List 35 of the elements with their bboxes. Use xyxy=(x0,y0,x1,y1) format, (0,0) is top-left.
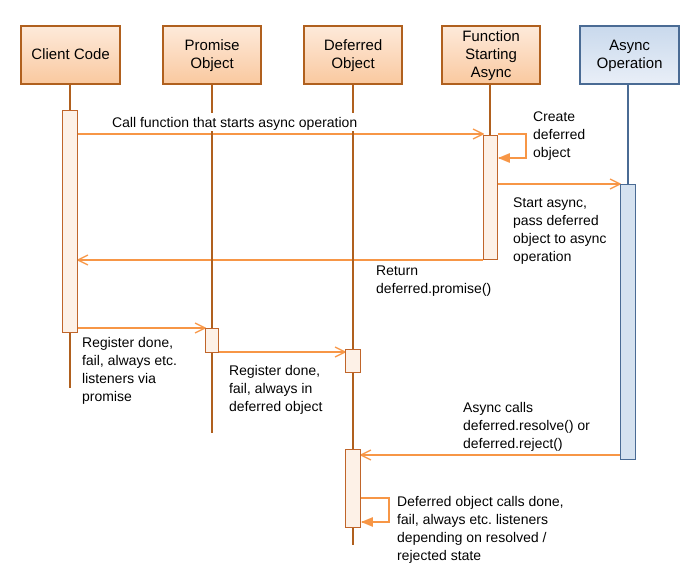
activation-bar xyxy=(620,184,636,460)
message-arrow xyxy=(498,178,621,190)
message-label: Register done, fail, always etc. listeners via promise xyxy=(82,333,178,405)
message-arrow xyxy=(77,254,483,266)
message-label: Async calls deferred.resolve() or deferred.reject() xyxy=(463,398,591,452)
message-label: Return deferred.promise() xyxy=(376,261,492,297)
activation-bar xyxy=(345,349,361,373)
participant-box: Client Code xyxy=(20,25,121,85)
lifeline xyxy=(352,85,354,349)
message-label: Deferred object calls done, fail, always etc. listeners depending on resolved / rejected state xyxy=(397,492,565,564)
participant-box: Function Starting Async xyxy=(441,25,541,85)
activation-bar xyxy=(345,449,361,528)
lifeline xyxy=(489,85,491,135)
activation-bar xyxy=(62,110,78,333)
message-arrow xyxy=(78,128,484,140)
participant-box: Promise Object xyxy=(162,25,262,85)
participant-box: Async Operation xyxy=(579,25,680,85)
lifeline xyxy=(352,373,354,449)
lifeline xyxy=(352,528,354,545)
message-label: Register done, fail, always in deferred object xyxy=(229,361,324,415)
activation-bar xyxy=(205,328,219,353)
message-arrow xyxy=(498,133,527,163)
message-arrow xyxy=(219,346,346,358)
message-arrow xyxy=(360,449,620,461)
lifeline xyxy=(211,353,213,433)
activation-bar xyxy=(483,135,498,260)
lifeline xyxy=(69,333,71,388)
lifeline xyxy=(211,85,213,328)
message-arrow xyxy=(361,497,390,527)
message-label: Start async, pass deferred object to async operation xyxy=(513,193,608,265)
participant-box: Deferred Object xyxy=(303,25,403,85)
message-arrow xyxy=(78,322,206,334)
message-label: Create deferred object xyxy=(533,107,586,161)
lifeline xyxy=(69,85,71,110)
lifeline xyxy=(627,85,629,184)
